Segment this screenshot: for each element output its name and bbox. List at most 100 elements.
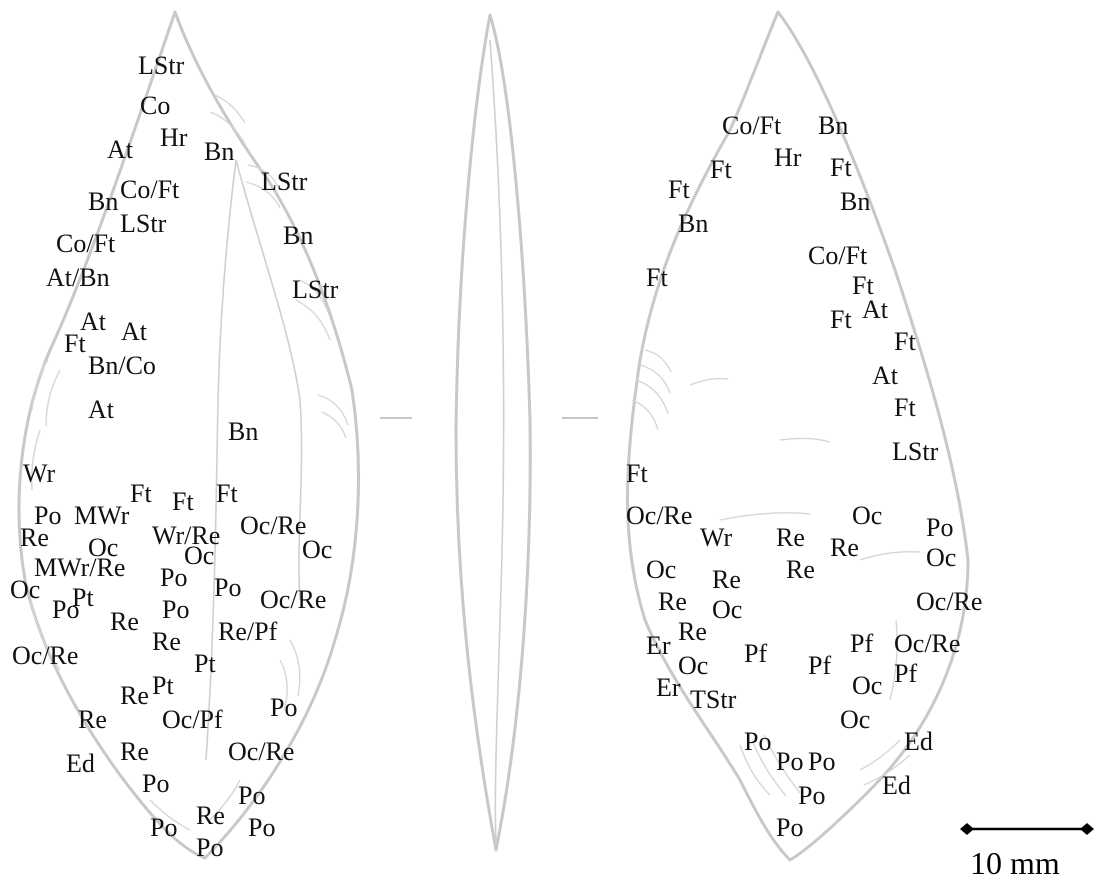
right-label: Ft [626, 459, 648, 488]
left-label: Co/Ft [56, 229, 116, 258]
right-label: Re [712, 565, 741, 594]
right-label: Co/Ft [808, 241, 868, 270]
right-label: At [872, 361, 899, 390]
left-label: Oc [88, 533, 118, 562]
left-label: Oc/Pf [162, 705, 223, 734]
left-label: Po [196, 833, 223, 862]
left-label: Po [34, 501, 61, 530]
right-label: Po [776, 747, 803, 776]
right-face-flake-scars [631, 349, 921, 797]
right-face-labels: Co/Ft Bn Hr Ft Ft Ft Bn Bn Co/Ft Ft Ft A… [626, 111, 982, 842]
right-label: Oc [852, 671, 882, 700]
left-label: Pt [72, 583, 94, 612]
right-label: At [862, 295, 889, 324]
left-label: Bn [228, 417, 258, 446]
left-label: Ft [172, 487, 194, 516]
right-label: Ed [882, 771, 911, 800]
right-label: Bn [678, 209, 708, 238]
right-label: Re [776, 523, 805, 552]
left-label: Ft [216, 479, 238, 508]
right-label: Er [656, 673, 681, 702]
right-label: TStr [690, 685, 737, 714]
right-label: Oc/Re [916, 587, 982, 616]
right-label: Ft [852, 271, 874, 300]
right-label: Oc/Re [626, 501, 692, 530]
right-label: Pf [894, 659, 917, 688]
left-label: Oc/Re [260, 585, 326, 614]
left-label: Bn [283, 221, 313, 250]
right-label: Ft [830, 153, 852, 182]
left-label: Oc [10, 575, 40, 604]
left-label: Ft [130, 479, 152, 508]
left-label: Re [78, 705, 107, 734]
right-label: Ft [646, 263, 668, 292]
left-label: Re [120, 681, 149, 710]
right-label: Po [808, 747, 835, 776]
right-label: Re [786, 555, 815, 584]
scale-bar-left-end [960, 823, 974, 835]
right-label: Ed [904, 727, 933, 756]
profile-outline [454, 13, 532, 852]
left-label: Oc [302, 535, 332, 564]
left-label: Oc/Re [240, 511, 306, 540]
scale-bar: 10 mm [960, 823, 1094, 881]
left-label: Po [162, 595, 189, 624]
right-label: Bn [840, 187, 870, 216]
left-label: At/Bn [46, 263, 110, 292]
left-label: Re/Pf [218, 617, 278, 646]
left-label: Pt [152, 671, 174, 700]
left-label: Po [238, 781, 265, 810]
profile-inner-line [489, 39, 505, 841]
left-label: Bn [204, 137, 234, 166]
right-label: Wr [700, 523, 732, 552]
right-label: Ft [894, 393, 916, 422]
right-label: Ft [830, 305, 852, 334]
right-label: Re [678, 617, 707, 646]
right-label: Er [646, 631, 671, 660]
left-label: Co [140, 91, 170, 120]
left-label: At [88, 395, 115, 424]
right-label: Ft [710, 155, 732, 184]
right-label: Ft [894, 327, 916, 356]
left-label: MWr/Re [34, 553, 125, 582]
left-label: Wr/Re [152, 521, 220, 550]
left-label: Ft [64, 329, 86, 358]
right-label: Oc [840, 705, 870, 734]
left-label: Re [196, 801, 225, 830]
left-label: Bn [88, 187, 118, 216]
right-label: Co/Ft [722, 111, 782, 140]
right-label: Hr [774, 143, 802, 172]
left-label: Po [214, 573, 241, 602]
right-face-view [562, 10, 970, 862]
right-label: Po [744, 727, 771, 756]
left-label: LStr [138, 51, 185, 80]
right-label: Oc [712, 595, 742, 624]
right-label: Oc [852, 501, 882, 530]
left-label: Po [142, 769, 169, 798]
right-label: Oc [678, 651, 708, 680]
left-face-inner-ridge [235, 159, 303, 601]
left-label: Po [160, 563, 187, 592]
right-label: Ft [668, 175, 690, 204]
right-label: Bn [818, 111, 848, 140]
left-face-flake-scars [29, 94, 349, 831]
left-label: LStr [120, 209, 167, 238]
right-label: Po [798, 781, 825, 810]
right-label: Re [830, 533, 859, 562]
right-label: Re [658, 587, 687, 616]
left-label: Co/Ft [120, 175, 180, 204]
right-label: Pf [808, 651, 831, 680]
left-label: Bn/Co [88, 351, 156, 380]
right-label: Pf [850, 629, 873, 658]
left-label: Oc/Re [228, 737, 294, 766]
left-label: Hr [160, 123, 188, 152]
left-label: Re [110, 607, 139, 636]
right-face-outline [626, 10, 970, 862]
left-label: Pt [194, 649, 216, 678]
left-label: LStr [261, 167, 308, 196]
right-label: Oc [646, 555, 676, 584]
left-label: At [121, 317, 148, 346]
right-label: Po [926, 513, 953, 542]
left-label: Re [152, 627, 181, 656]
